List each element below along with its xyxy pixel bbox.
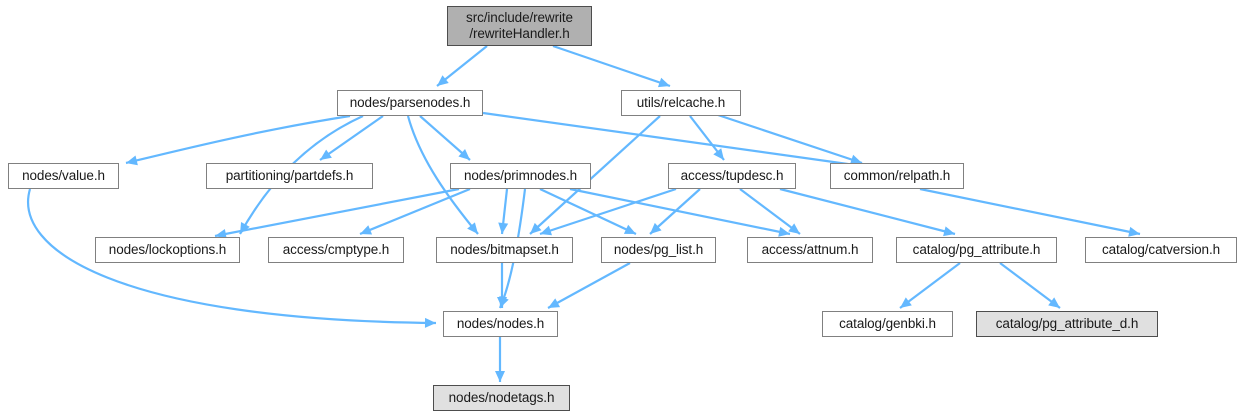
node-partdefs[interactable]: partitioning/partdefs.h [206,163,373,189]
arrowhead [530,222,542,234]
node-label-pg_attribute: catalog/pg_attribute.h [912,241,1041,257]
edge-root-to-relcache [552,44,671,88]
edge-relpath-to-catversion [919,187,1141,237]
edge-relcache-to-relpath [717,113,863,165]
edge-bitmapset-to-nodes [497,263,507,308]
arrowhead [849,154,862,165]
edge-parsenodes-to-primnodes [419,115,471,161]
node-tupdesc[interactable]: access/tupdesc.h [668,163,796,189]
arrowhead [437,75,449,86]
node-label-catversion: catalog/catversion.h [1101,241,1221,257]
node-label-cmptype: access/cmptype.h [282,241,390,257]
node-label-bitmapset: nodes/bitmapset.h [450,241,559,257]
node-label-relcache: utils/relcache.h [636,94,726,110]
arrowhead [657,77,670,88]
edge-parsenodes-to-value [125,114,351,166]
edge-primnodes-to-pg_list [539,188,637,235]
node-pg_attr_d[interactable]: catalog/pg_attribute_d.h [976,311,1158,337]
edge-parsenodes-to-partdefs [319,115,384,161]
node-value[interactable]: nodes/value.h [8,163,119,189]
edge-relcache-to-bitmapset [529,115,661,235]
edge-primnodes-to-lockoptions [214,187,460,239]
edge-tupdesc-to-pg_list [649,188,701,235]
arrowhead [650,222,662,234]
arrowhead [126,155,138,166]
arrowhead [320,149,332,160]
arrowhead [215,229,227,239]
node-label-tupdesc: access/tupdesc.h [680,167,784,183]
edge-pg_attribute-to-pg_attr_d [999,262,1061,309]
arrowhead [540,225,553,236]
node-label-parsenodes: nodes/parsenodes.h [349,94,471,110]
edge-tupdesc-to-bitmapset [539,187,677,236]
edge-tupdesc-to-attnum [739,188,801,235]
node-pg_list[interactable]: nodes/pg_list.h [601,237,716,263]
edge-pg_list-to-nodes [547,262,631,309]
node-genbki[interactable]: catalog/genbki.h [822,311,953,337]
arrowhead [778,226,790,237]
node-bitmapset[interactable]: nodes/bitmapset.h [436,237,573,263]
node-label-lockoptions: nodes/lockoptions.h [108,241,227,257]
node-relpath[interactable]: common/relpath.h [830,163,964,189]
edge-relcache-to-tupdesc [689,115,725,161]
edge-primnodes-to-attnum [569,187,791,237]
arrowhead [1048,297,1060,308]
arrowhead [424,317,436,328]
node-label-nodetags: nodes/nodetags.h [448,389,555,405]
node-parsenodes[interactable]: nodes/parsenodes.h [337,90,483,116]
arrowhead [1128,226,1140,237]
edge-primnodes-to-cmptype [359,187,471,236]
node-label-pg_attr_d: catalog/pg_attribute_d.h [995,315,1139,331]
arrowhead [498,222,509,234]
node-label-value: nodes/value.h [22,167,105,183]
node-label-attnum: access/attnum.h [761,241,859,257]
node-nodes[interactable]: nodes/nodes.h [443,311,558,337]
node-catversion[interactable]: catalog/catversion.h [1085,237,1237,263]
node-cmptype[interactable]: access/cmptype.h [268,237,404,263]
node-label-nodes: nodes/nodes.h [456,315,545,331]
arrowhead [900,297,912,308]
edge-nodes-to-nodetags [495,337,505,382]
node-nodetags[interactable]: nodes/nodetags.h [433,385,570,411]
edge-value-to-nodes [27,188,437,328]
arrowhead [713,148,724,160]
node-root[interactable]: src/include/rewrite /rewriteHandler.h [447,6,592,46]
node-lockoptions[interactable]: nodes/lockoptions.h [95,237,240,263]
node-label-root: src/include/rewrite /rewriteHandler.h [466,9,573,41]
edge-primnodes-to-bitmapset [498,188,509,235]
edge-parsenodes-to-bitmapset [406,115,479,235]
arrowhead [788,223,800,234]
node-label-primnodes: nodes/primnodes.h [463,167,578,183]
arrowhead [458,148,470,160]
edge-pg_attribute-to-genbki [899,262,961,309]
arrowhead [467,222,478,234]
node-relcache[interactable]: utils/relcache.h [621,90,741,116]
node-label-pg_list: nodes/pg_list.h [613,241,704,257]
node-primnodes[interactable]: nodes/primnodes.h [450,163,591,189]
node-label-genbki: catalog/genbki.h [839,315,936,331]
edge-parsenodes-to-relpath [482,111,863,170]
arrowhead [548,298,561,308]
node-pg_attribute[interactable]: catalog/pg_attribute.h [896,237,1057,263]
node-label-partdefs: partitioning/partdefs.h [225,167,354,183]
node-attnum[interactable]: access/attnum.h [747,237,873,263]
arrowhead [495,371,505,382]
node-label-relpath: common/relpath.h [843,167,951,183]
edge-tupdesc-to-pg_attribute [779,187,956,237]
arrowhead [497,297,507,308]
arrowhead [360,225,373,235]
arrowhead [623,224,636,234]
edge-root-to-parsenodes [436,45,488,87]
arrowhead [943,226,955,237]
